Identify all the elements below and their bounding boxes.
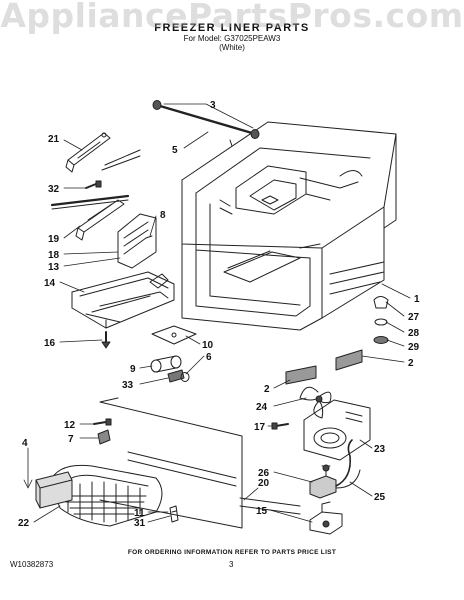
freezer-liner xyxy=(181,121,397,331)
callout-29: 29 xyxy=(408,342,420,353)
insulation-pad-left xyxy=(285,365,317,385)
callout-16: 16 xyxy=(44,338,56,349)
fan-motor xyxy=(309,464,337,499)
callout-14: 14 xyxy=(44,278,56,289)
block-4 xyxy=(35,471,73,509)
callout-22: 22 xyxy=(18,518,30,529)
clip-31 xyxy=(169,505,179,523)
callout-7: 7 xyxy=(68,434,74,445)
leader-lines xyxy=(23,103,411,523)
callout-24: 24 xyxy=(256,402,268,413)
washer-28 xyxy=(374,318,388,326)
callout-labels: 3 5 21 32 19 18 13 8 14 16 10 9 6 33 1 2… xyxy=(18,100,420,529)
callout-25: 25 xyxy=(374,492,386,503)
callout-6: 6 xyxy=(206,352,212,363)
callout-32: 32 xyxy=(48,184,60,195)
callout-8: 8 xyxy=(160,210,166,221)
callout-26: 26 xyxy=(258,468,270,479)
nut-29 xyxy=(373,336,389,344)
damper-assembly xyxy=(150,355,190,383)
screw-17 xyxy=(271,422,289,430)
callout-18: 18 xyxy=(48,250,60,261)
foil-tape xyxy=(151,325,197,345)
fan-blade xyxy=(299,386,332,419)
callout-31: 31 xyxy=(134,518,146,529)
callout-21: 21 xyxy=(48,134,60,145)
page-header: FREEZER LINER PARTS For Model: G37025PEA… xyxy=(0,22,464,52)
page-number: 3 xyxy=(229,560,234,569)
callout-23: 23 xyxy=(374,444,386,455)
callout-10: 10 xyxy=(202,340,214,351)
document-number: W10382873 xyxy=(10,560,54,569)
cap-27 xyxy=(373,296,389,309)
rod-with-caps xyxy=(152,100,260,147)
callout-2-right: 2 xyxy=(408,358,414,369)
bracket-13 xyxy=(117,213,157,269)
callout-1: 1 xyxy=(414,294,420,305)
screw-12 xyxy=(93,418,112,426)
color-line: (White) xyxy=(219,43,245,52)
page-title: FREEZER LINER PARTS xyxy=(154,22,310,34)
air-duct-tray xyxy=(71,271,175,329)
callout-12: 12 xyxy=(64,420,76,431)
screw-32 xyxy=(85,180,102,189)
motor-bracket xyxy=(309,501,343,535)
callout-17: 17 xyxy=(254,422,266,433)
screw-16 xyxy=(101,331,111,349)
callout-3: 3 xyxy=(210,100,216,111)
callout-28: 28 xyxy=(408,328,420,339)
callout-15: 15 xyxy=(256,506,268,517)
clip-7 xyxy=(97,429,111,445)
callout-11: 11 xyxy=(134,508,145,519)
glide-and-bracket xyxy=(50,194,130,241)
callout-2-left: 2 xyxy=(264,384,270,395)
callout-20: 20 xyxy=(258,478,270,489)
shelf-track xyxy=(65,132,141,173)
ordering-note: FOR ORDERING INFORMATION REFER TO PARTS … xyxy=(127,549,337,556)
wire-harness xyxy=(335,439,361,489)
callout-5: 5 xyxy=(172,145,178,156)
model-line: For Model: G37025PEAW3 xyxy=(183,34,281,43)
callout-4: 4 xyxy=(22,438,28,449)
fan-shroud xyxy=(303,399,371,461)
callout-19: 19 xyxy=(48,234,60,245)
callout-13: 13 xyxy=(48,262,60,273)
callout-9: 9 xyxy=(130,364,136,375)
callout-27: 27 xyxy=(408,312,420,323)
insulation-pad-right xyxy=(335,349,363,371)
callout-33: 33 xyxy=(122,380,134,391)
